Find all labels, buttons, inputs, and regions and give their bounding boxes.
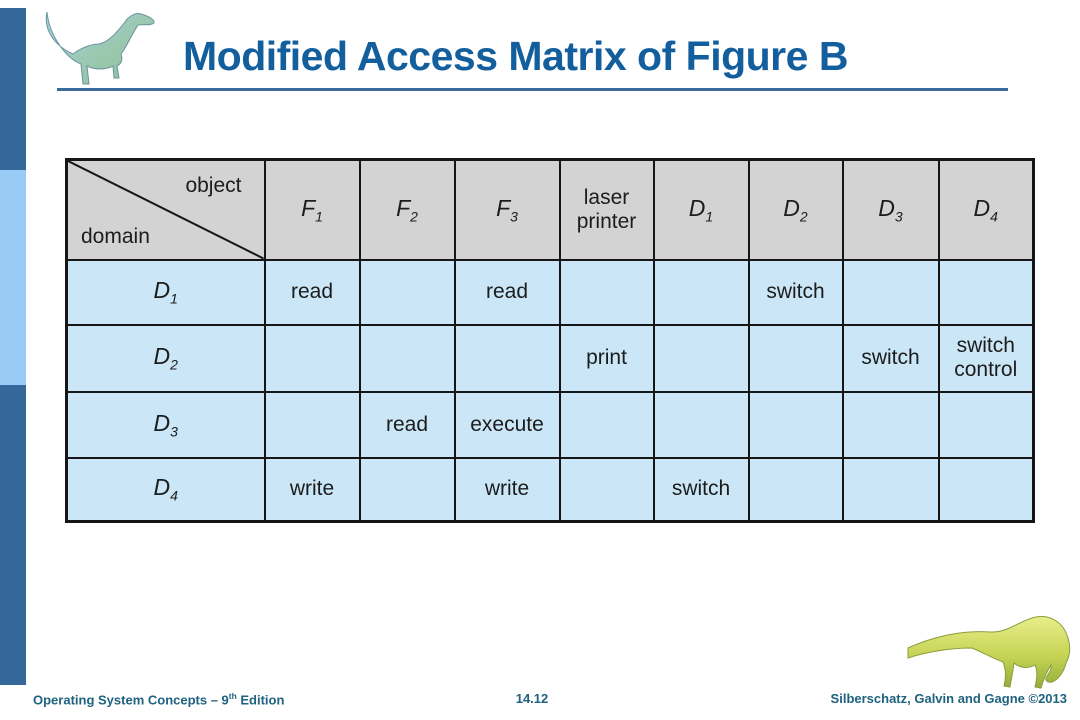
row-header-d4: D4 (65, 456, 266, 523)
cell-d3-d3 (841, 390, 940, 459)
column-header-laser-printer: laser printer (558, 158, 655, 261)
cell-d3-d2 (747, 390, 844, 459)
page-title: Modified Access Matrix of Figure B (183, 33, 848, 79)
column-header-d2: D2 (747, 158, 844, 261)
corner-label-domain: domain (81, 225, 150, 249)
cell-d4-f2 (358, 456, 456, 523)
cell-d2-d3: switch (841, 323, 940, 393)
table-row-d1: D1 read read switch (65, 258, 1035, 326)
cell-d3-d4 (937, 390, 1035, 459)
cell-d3-d1 (652, 390, 750, 459)
column-header-f1: F1 (263, 158, 361, 261)
table-row-d2: D2 print switch switch control (65, 323, 1035, 393)
footer-book-title: Operating System Concepts – 9th Edition (33, 691, 285, 708)
cell-d3-laser-printer (558, 390, 655, 459)
cell-d4-d4 (937, 456, 1035, 523)
column-header-f3: F3 (453, 158, 561, 261)
cell-d3-f3: execute (453, 390, 561, 459)
footer-authors: Silberschatz, Galvin and Gagne ©2013 (830, 691, 1067, 706)
dinosaur-logo-bottom-icon (907, 615, 1071, 689)
corner-cell-object-domain: object domain (65, 158, 266, 261)
cell-d2-laser-printer: print (558, 323, 655, 393)
diagonal-line (68, 161, 264, 259)
cell-d1-d4 (937, 258, 1035, 326)
cell-d4-d2 (747, 456, 844, 523)
table-row-d4: D4 write write switch (65, 456, 1035, 523)
column-header-d3: D3 (841, 158, 940, 261)
cell-d1-f3: read (453, 258, 561, 326)
cell-d2-d1 (652, 323, 750, 393)
cell-d2-f1 (263, 323, 361, 393)
cell-d1-laser-printer (558, 258, 655, 326)
title-underline (57, 88, 1008, 91)
dinosaur-logo-top-icon (45, 11, 155, 85)
cell-d2-d4: switch control (937, 323, 1035, 393)
cell-d4-f1: write (263, 456, 361, 523)
cell-d4-f3: write (453, 456, 561, 523)
cell-d4-d1: switch (652, 456, 750, 523)
column-header-d4: D4 (937, 158, 1035, 261)
cell-d2-f2 (358, 323, 456, 393)
cell-d2-f3 (453, 323, 561, 393)
left-accent-bar-bottom (0, 385, 26, 685)
cell-d4-laser-printer (558, 456, 655, 523)
corner-label-object: object (185, 174, 242, 197)
cell-d4-d3 (841, 456, 940, 523)
cell-d2-d2 (747, 323, 844, 393)
row-header-d1: D1 (65, 258, 266, 326)
footer-page-number: 14.12 (515, 691, 549, 706)
left-accent-bar-middle (0, 170, 26, 385)
column-header-f2: F2 (358, 158, 456, 261)
cell-d1-f2 (358, 258, 456, 326)
row-header-d3: D3 (65, 390, 266, 459)
cell-d1-d1 (652, 258, 750, 326)
access-matrix-table: object domain F1 F2 F3 laser printer D1 … (65, 158, 1035, 523)
cell-d3-f2: read (358, 390, 456, 459)
row-header-d2: D2 (65, 323, 266, 393)
left-accent-bar-top (0, 8, 26, 170)
cell-d1-d2: switch (747, 258, 844, 326)
cell-d3-f1 (263, 390, 361, 459)
table-row-d3: D3 read execute (65, 390, 1035, 459)
column-header-d1: D1 (652, 158, 750, 261)
cell-d1-d3 (841, 258, 940, 326)
cell-d1-f1: read (263, 258, 361, 326)
